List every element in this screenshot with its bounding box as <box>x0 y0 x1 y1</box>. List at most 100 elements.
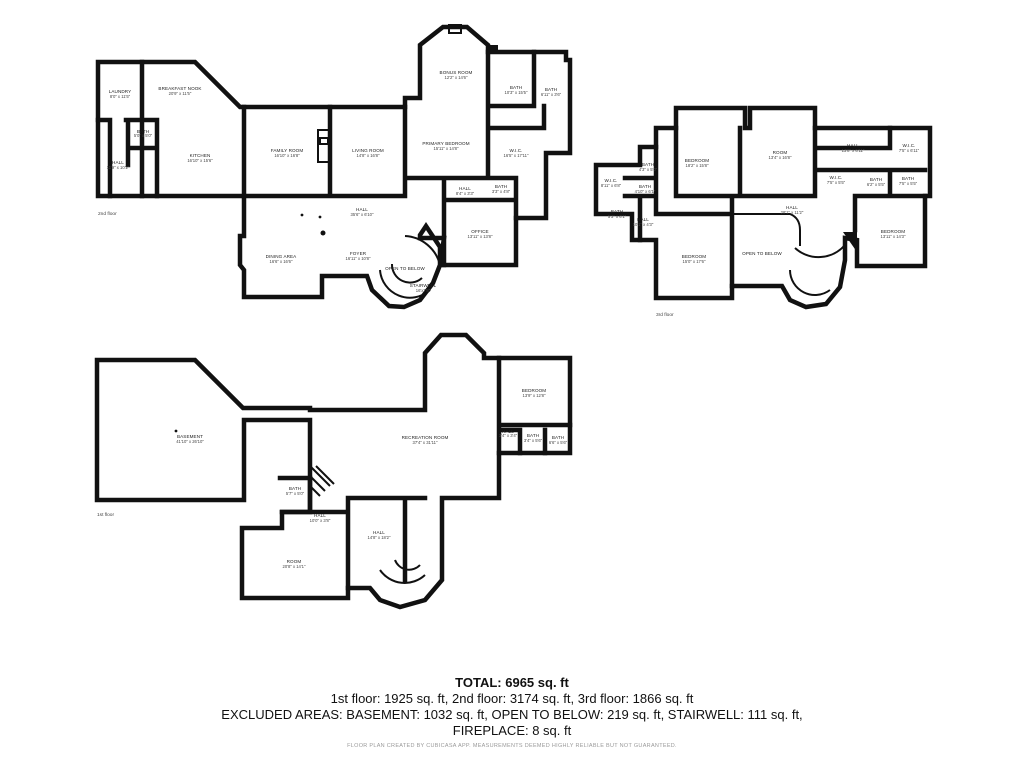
room-name: OFFICE <box>471 229 488 234</box>
room-dimension: 7'5" x 6'11" <box>899 148 920 153</box>
room-dimension: 16'11" x 10'8" <box>346 256 371 261</box>
room-dimension: 3'3" x 4'8" <box>492 189 511 194</box>
room-name: HALL <box>112 160 124 165</box>
room-dimension: 8'4" x 3'3" <box>456 191 475 196</box>
room-dimension: 28'1" x 11'2" <box>781 210 804 215</box>
second-floor-plan <box>95 24 573 310</box>
excluded-areas: EXCLUDED AREAS: BASEMENT: 1032 sq. ft, O… <box>221 707 803 722</box>
room-name: BATH <box>545 87 557 92</box>
room-name: KITCHEN <box>190 153 211 158</box>
room-name: BATH <box>639 184 651 189</box>
room-name: BATH <box>870 177 882 182</box>
room-name: BASEMENT <box>177 434 203 439</box>
first-floor-interior <box>277 355 573 591</box>
chimney-block <box>488 45 498 53</box>
room-name: HALL <box>314 513 326 518</box>
room-name: ROOM <box>773 150 788 155</box>
column-post <box>320 230 326 236</box>
room-dimension: 13'11" x 14'3" <box>881 234 906 239</box>
room-name: BATH <box>642 162 654 167</box>
third-stair-curve <box>794 244 846 259</box>
room-name: W.I.C. <box>604 178 617 183</box>
stairwell-steps <box>404 235 441 266</box>
room-name: FOYER <box>350 251 367 256</box>
corner-fill <box>843 232 857 252</box>
room-dimension: 20'9" x 11'5" <box>169 91 192 96</box>
room-dimension: 13'4" x 16'8" <box>769 155 792 160</box>
third-stair-inner <box>789 269 831 296</box>
total-area: TOTAL: 6965 sq. ft <box>455 675 569 690</box>
room-name: PRIMARY BEDROOM <box>422 141 469 146</box>
room-dimension: 13'9" x 12'8" <box>523 393 546 398</box>
room-name: RECREATION ROOM <box>402 435 449 440</box>
first-stair-inner <box>394 559 421 571</box>
room-dimension: 16'10" x 16'8" <box>274 153 300 158</box>
room-labels: LAUNDRY 8'0" x 11'5" BREAKFAST NOOK 20'9… <box>97 70 920 569</box>
room-name: BREAKFAST NOOK <box>158 86 202 91</box>
room-name: W.I.C. <box>902 143 915 148</box>
room-name: HALL <box>356 207 368 212</box>
stairwell-curve <box>379 269 431 299</box>
room-dimension: 16'10" x 15'6" <box>187 158 213 163</box>
room-dimension: 3'4" x 5'6" <box>524 438 543 443</box>
column-post <box>318 215 322 219</box>
floor-label-third: 3rd floor <box>656 312 674 318</box>
stairwell-inner-curve <box>390 263 423 284</box>
room-name: BATH <box>552 435 564 440</box>
room-dimension: 4'3" x 5'0" <box>639 167 658 172</box>
room-name: BEDROOM <box>881 229 906 234</box>
room-dimension: 20'8" x 14'1" <box>283 564 306 569</box>
room-name: LIVING ROOM <box>352 148 384 153</box>
room-name: BATH <box>289 486 301 491</box>
room-dimension: 15'11" x 14'8" <box>434 146 459 151</box>
room-dimension: 14'8" x 18'2" <box>368 535 391 540</box>
room-name: BATH <box>510 85 522 90</box>
room-dimension: 16'x7'8" <box>416 288 431 293</box>
room-name: HALL <box>847 143 859 148</box>
room-dimension: 11'9" x 10'2" <box>107 165 130 170</box>
room-dimension: 10'1" x 4'3" <box>633 222 654 227</box>
room-name: OPEN TO BELOW <box>385 266 425 271</box>
third-floor-interior <box>622 125 928 289</box>
room-name: ROOM <box>287 559 302 564</box>
room-dimension: 37'4" x 31'11" <box>413 440 438 445</box>
column-post <box>174 429 178 433</box>
first-fireplace-diag <box>309 465 335 497</box>
room-dimension: 13'8" x 6'11" <box>842 148 865 153</box>
column-post <box>300 213 304 217</box>
room-dimension: 12'2" x 14'6" <box>445 75 468 80</box>
room-name: BATH <box>527 433 539 438</box>
area-summary: TOTAL: 6965 sq. ft 1st floor: 1925 sq. f… <box>0 674 1024 739</box>
room-dimension: 35'6" x 6'10" <box>351 212 374 217</box>
room-name: OPEN TO BELOW <box>742 251 782 256</box>
room-name: STAIRWELL <box>410 283 437 288</box>
second-floor-outline <box>95 24 573 310</box>
room-name: W.I.C. <box>509 148 522 153</box>
room-dimension: 16'6" x 16'6" <box>270 259 293 264</box>
floor-areas: 1st floor: 1925 sq. ft, 2nd floor: 3174 … <box>330 691 694 706</box>
room-dimension: 8'11" x 6'8" <box>601 183 622 188</box>
third-floor-outline <box>593 105 933 310</box>
room-name: LAUNDRY <box>109 89 132 94</box>
fireplace-second <box>317 129 331 163</box>
room-dimension: 41'10" x 26'10" <box>176 439 204 444</box>
room-name: BATH <box>902 176 914 181</box>
room-name: HALL <box>373 530 385 535</box>
room-name: BATH <box>611 209 623 214</box>
room-dimension: 5'7" x 5'0" <box>286 491 305 496</box>
floor-label-first: 1st floor <box>97 512 114 518</box>
fireplace-firebox <box>319 137 329 145</box>
room-dimension: 6'6" x 5'6" <box>549 440 568 445</box>
room-dimension: 4'10" x 6'1" <box>635 189 656 194</box>
room-dimension: 5'0" x 5'0" <box>134 133 153 138</box>
room-name: DINING AREA <box>266 254 298 259</box>
room-dimension: 15'0" x 17'6" <box>683 259 706 264</box>
room-dimension: 14'8" x 16'8" <box>357 153 380 158</box>
third-open-edge <box>732 213 801 246</box>
room-name: BATH <box>137 129 149 134</box>
room-name: HALL <box>786 205 798 210</box>
disclaimer: FLOOR PLAN CREATED BY CUBICASA APP. MEAS… <box>347 743 677 749</box>
room-name: BATH <box>495 184 507 189</box>
room-dimension: 8'0" x 11'5" <box>110 94 131 99</box>
room-dimension: 6'11" x 3'6" <box>541 92 562 97</box>
